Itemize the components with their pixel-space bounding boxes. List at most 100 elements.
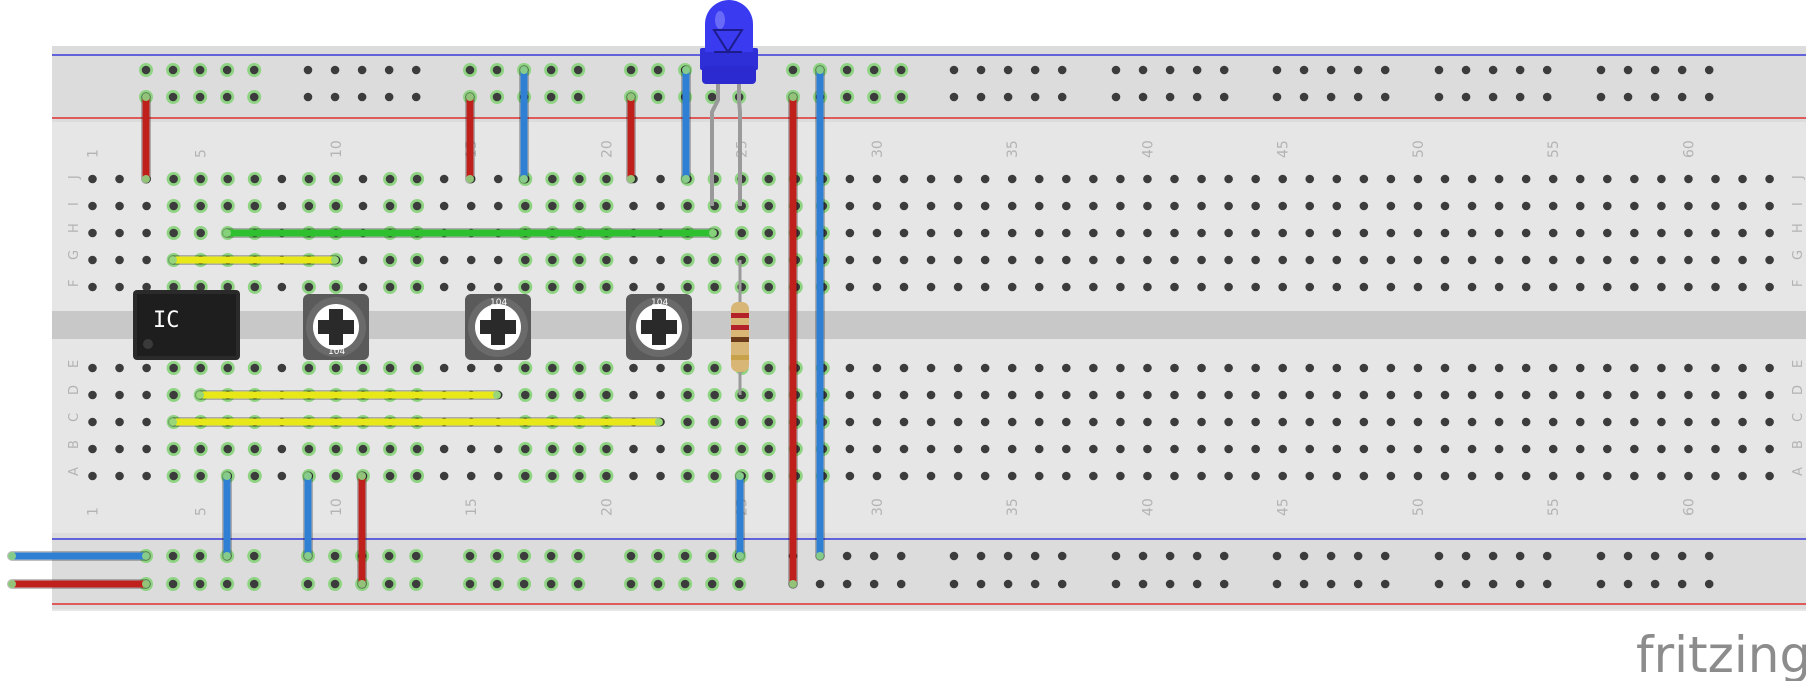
- hole: [1575, 363, 1585, 373]
- hole: [629, 444, 638, 454]
- hole: [899, 363, 909, 373]
- hole: [1034, 390, 1044, 400]
- hole: [953, 363, 963, 373]
- hole: [169, 201, 178, 211]
- hole: [88, 228, 97, 238]
- hole: [169, 282, 178, 292]
- hole: [250, 282, 260, 292]
- hole: [1657, 228, 1666, 238]
- hole: [385, 363, 395, 373]
- hole: [1542, 65, 1552, 75]
- hole: [1413, 390, 1423, 400]
- hole: [845, 255, 855, 265]
- hole: [680, 551, 690, 561]
- hole: [358, 282, 368, 292]
- hole: [223, 174, 233, 184]
- pot-1-label: 104: [328, 347, 345, 357]
- hole: [1380, 65, 1390, 75]
- hole: [1030, 579, 1040, 589]
- ic-chip: IC: [133, 290, 240, 360]
- hole: [223, 444, 233, 454]
- hole: [1278, 255, 1287, 265]
- hole: [1596, 65, 1606, 75]
- hole: [1062, 255, 1071, 265]
- hole: [926, 255, 936, 265]
- hole: [1467, 444, 1477, 454]
- hole: [1630, 363, 1639, 373]
- hole: [1650, 65, 1660, 75]
- hole: [1657, 363, 1666, 373]
- top-rail-strip: [52, 46, 1806, 122]
- blue-wire: [681, 65, 691, 184]
- hole: [1305, 228, 1315, 238]
- hole: [519, 579, 529, 589]
- hole: [142, 282, 151, 292]
- hole: [1116, 417, 1125, 427]
- hole: [953, 390, 963, 400]
- hole: [976, 551, 986, 561]
- hole: [304, 363, 314, 373]
- column-number: 55: [1546, 498, 1562, 516]
- hole: [1224, 282, 1233, 292]
- hole: [195, 65, 205, 75]
- hole: [1332, 228, 1342, 238]
- hole: [899, 417, 909, 427]
- hole: [656, 255, 665, 265]
- hole: [872, 201, 882, 211]
- hole: [1630, 174, 1639, 184]
- hole: [384, 65, 394, 75]
- hole: [626, 65, 636, 75]
- hole: [1488, 92, 1498, 102]
- hole: [656, 174, 665, 184]
- hole: [1007, 228, 1017, 238]
- hole: [249, 92, 259, 102]
- hole: [575, 444, 584, 454]
- hole: [1219, 579, 1229, 589]
- hole: [1684, 444, 1693, 454]
- hole: [764, 363, 774, 373]
- hole: [926, 228, 936, 238]
- hole: [546, 65, 556, 75]
- hole: [1603, 282, 1612, 292]
- hole: [466, 282, 476, 292]
- hole: [222, 579, 232, 589]
- hole: [1224, 390, 1233, 400]
- hole: [1143, 255, 1152, 265]
- resistor: [731, 260, 749, 395]
- hole: [710, 255, 719, 265]
- hole: [277, 363, 287, 373]
- hole: [142, 228, 151, 238]
- hole: [1034, 417, 1044, 427]
- hole: [1623, 579, 1633, 589]
- hole: [223, 282, 233, 292]
- hole: [1650, 579, 1660, 589]
- hole: [1738, 390, 1747, 400]
- yellow-wire-end: [169, 418, 177, 426]
- hole: [656, 444, 665, 454]
- hole: [303, 92, 313, 102]
- row-letter: F: [1791, 280, 1806, 287]
- hole: [548, 255, 557, 265]
- hole: [1603, 174, 1612, 184]
- hole: [872, 228, 882, 238]
- hole: [1386, 417, 1396, 427]
- column-number: 10: [329, 498, 345, 516]
- hole: [115, 363, 124, 373]
- hole: [1272, 579, 1282, 589]
- green-wire: [222, 228, 718, 238]
- blue-wire-end: [816, 552, 824, 560]
- hole: [223, 201, 233, 211]
- hole: [1251, 174, 1260, 184]
- hole: [1251, 201, 1260, 211]
- hole: [1197, 363, 1206, 373]
- hole: [1603, 255, 1612, 265]
- hole: [521, 201, 530, 211]
- hole: [1089, 228, 1098, 238]
- hole: [1062, 228, 1071, 238]
- hole: [521, 471, 530, 481]
- hole: [331, 471, 341, 481]
- hole: [1062, 282, 1071, 292]
- hole: [653, 65, 663, 75]
- hole: [196, 201, 205, 211]
- hole: [169, 390, 178, 400]
